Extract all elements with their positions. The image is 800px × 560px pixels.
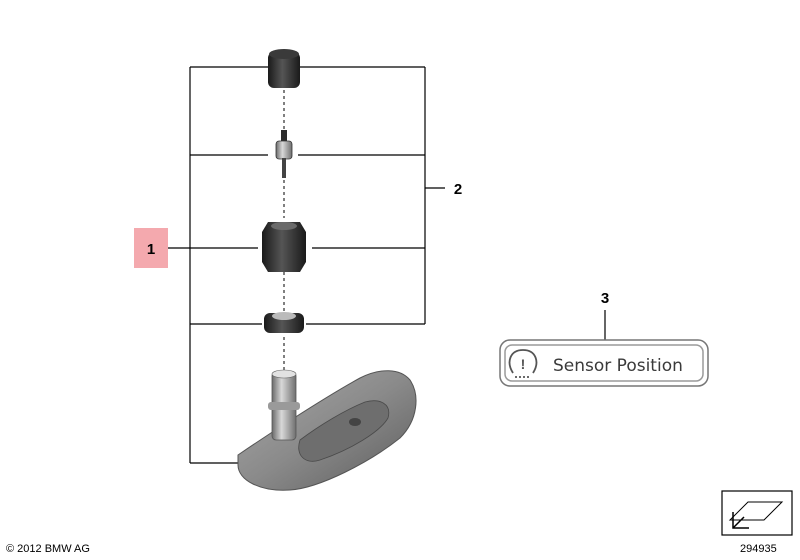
seal-ring-part [264,312,304,333]
bracket-item-2 [298,66,445,325]
callout-2[interactable]: 2 [454,181,462,198]
next-page-arrow-icon[interactable] [721,490,793,536]
copyright-text: © 2012 BMW AG [6,543,90,555]
callout-3[interactable]: 3 [601,290,609,340]
valve-cap-part [268,49,300,88]
callout-3-number: 3 [601,290,609,307]
bracket-item-1 [168,66,268,464]
callout-1[interactable]: 1 [134,228,168,268]
sticker-label: Sensor Position [553,356,683,376]
image-number: 294935 [740,543,777,555]
tpms-warning-icon [508,349,538,378]
callout-2-number: 2 [454,181,462,198]
tpms-icon-symbol: ! [521,356,526,372]
callout-1-highlight [134,228,168,268]
callout-1-number: 1 [147,241,155,258]
valve-core-part [275,130,293,178]
sensor-position-sticker: ! Sensor Position [499,339,709,387]
valve-nut-part [262,222,306,272]
tpms-sensor-part [237,369,417,491]
